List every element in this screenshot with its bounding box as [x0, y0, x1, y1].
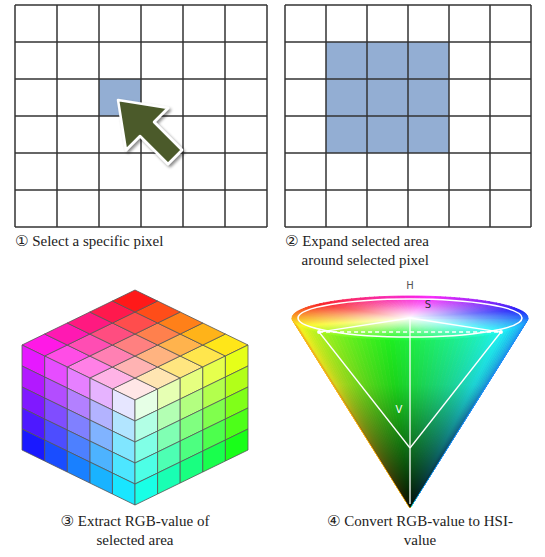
cone-shading: [292, 318, 528, 508]
grid-lines: [285, 5, 531, 227]
rgb-cube: [22, 290, 248, 505]
cutaway-line: [319, 318, 410, 332]
cube-cell: [180, 451, 203, 483]
pixel-grid: [285, 5, 531, 227]
cube-cell: [45, 440, 68, 472]
step-caption: ④ Convert RGB-value to HSI-value: [322, 512, 518, 550]
cube-cell: [22, 429, 45, 461]
cube-cell: [203, 440, 226, 472]
cutaway-point: [499, 330, 503, 334]
axis-letter: V: [393, 405, 405, 415]
cutaway-line: [409, 318, 410, 504]
cone-body: [292, 318, 528, 508]
step-caption: ③ Extract RGB-value of selected area: [35, 512, 235, 550]
grid-lines: [15, 5, 267, 227]
cutaway-line: [319, 332, 410, 448]
pixel-grid: [15, 5, 267, 227]
cube-cell: [158, 462, 181, 494]
axis-letter: S: [422, 300, 434, 310]
cutaway-lines: [319, 318, 501, 504]
cube-cell: [90, 462, 113, 494]
cube-cell: [135, 473, 158, 505]
cube-cell: [112, 290, 157, 312]
step-caption: ① Select a specific pixel: [15, 232, 270, 251]
axis-letter: H: [404, 281, 416, 291]
cube-cell: [225, 429, 248, 461]
cutaway-line: [410, 332, 501, 448]
cube-cell: [67, 451, 90, 483]
cutaway-point: [317, 330, 321, 334]
pointer-arrow: [118, 100, 182, 164]
cutaway-line: [410, 318, 501, 332]
selected-area: [326, 42, 449, 153]
cutaway-line: [319, 331, 501, 332]
cube-cell: [112, 473, 135, 505]
step-caption: ② Expand selected area around selected p…: [285, 232, 470, 270]
hsi-cone: [292, 296, 528, 508]
